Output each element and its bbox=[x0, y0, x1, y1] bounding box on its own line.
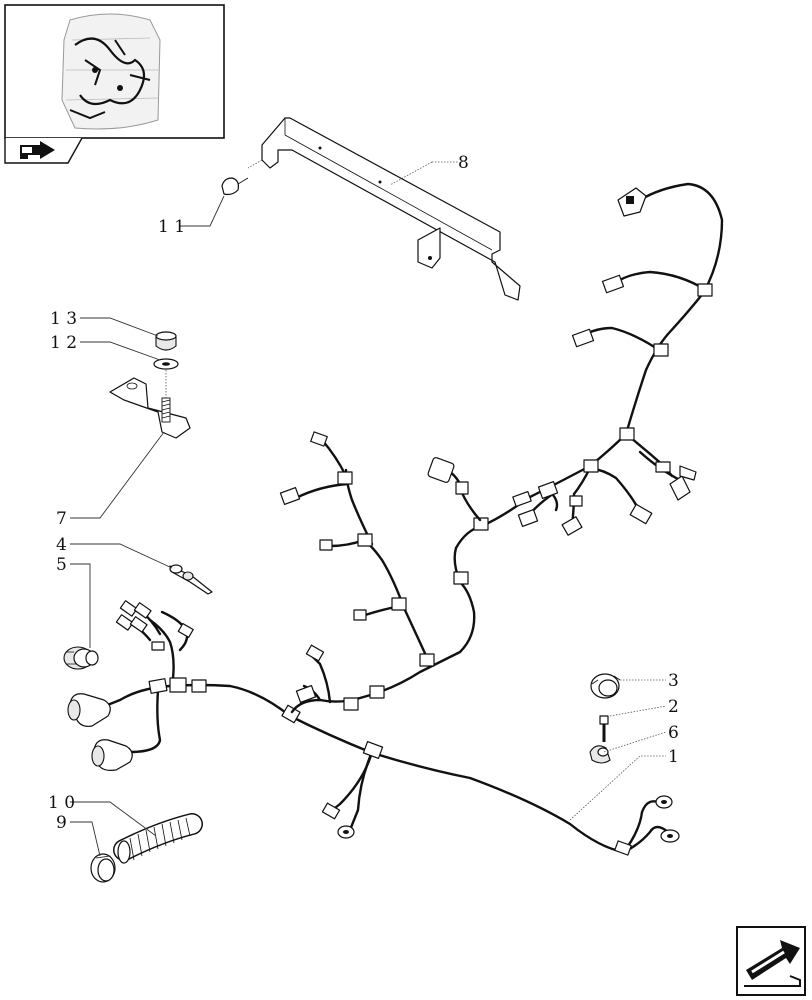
callout-5: 5 bbox=[56, 555, 67, 575]
hose-clamp-part-3 bbox=[590, 673, 621, 699]
wiring-harness-part-1 bbox=[67, 182, 724, 856]
callout-10: 1 0 bbox=[48, 793, 75, 813]
leader-lines bbox=[70, 161, 667, 857]
callout-7: 7 bbox=[56, 509, 67, 529]
pin-connector-part-4 bbox=[169, 564, 213, 595]
callout-11: 1 1 bbox=[158, 217, 185, 237]
callout-1: 1 bbox=[668, 747, 679, 767]
connector-top-right bbox=[617, 187, 647, 217]
callout-13: 1 3 bbox=[50, 309, 77, 329]
bracket-part-8 bbox=[247, 117, 521, 301]
screw-part-2 bbox=[599, 715, 609, 742]
arrow-back-icon[interactable] bbox=[20, 141, 55, 159]
conduit-part-10 bbox=[113, 813, 203, 864]
washer-part-12 bbox=[153, 358, 179, 370]
callout-4: 4 bbox=[56, 535, 67, 555]
nut-part-13 bbox=[155, 331, 177, 351]
thumbnail-panel[interactable] bbox=[4, 4, 225, 164]
arrow-next-icon[interactable] bbox=[736, 926, 806, 996]
elbow-boot-upper bbox=[67, 693, 111, 727]
grommet-part-5 bbox=[63, 646, 99, 670]
callout-6: 6 bbox=[668, 723, 679, 743]
callout-2: 2 bbox=[668, 697, 679, 717]
plate-part-7 bbox=[109, 377, 191, 439]
callout-8: 8 bbox=[458, 153, 469, 173]
callout-3: 3 bbox=[668, 671, 679, 691]
clamp-part-9 bbox=[90, 853, 116, 883]
tractor-cab-thumbnail-icon bbox=[61, 13, 161, 130]
callout-12: 1 2 bbox=[50, 333, 77, 353]
fastener-part-11 bbox=[221, 177, 249, 196]
elbow-boot-lower bbox=[91, 739, 133, 771]
callout-9: 9 bbox=[56, 813, 67, 833]
cable-tie-part-6 bbox=[589, 745, 611, 764]
callout-labels: 8 1 1 1 3 1 2 7 4 5 1 0 9 3 2 6 1 bbox=[48, 153, 679, 833]
